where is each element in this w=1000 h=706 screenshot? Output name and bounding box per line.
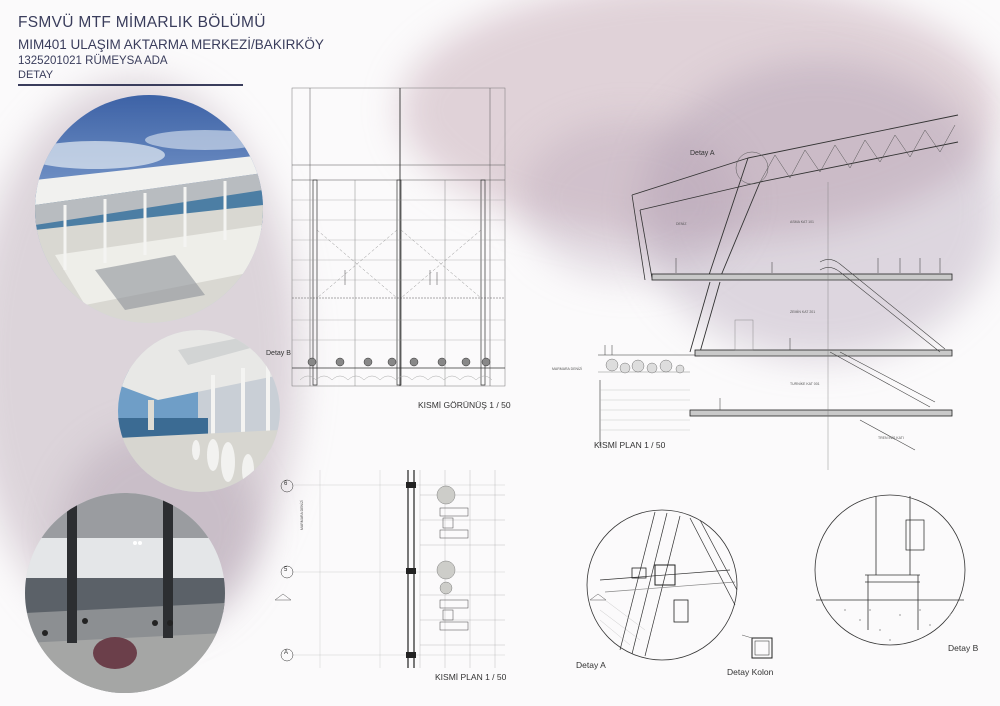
render-canopy-view xyxy=(35,95,263,323)
elevation-label: KISMİ GÖRÜNÜŞ 1 / 50 xyxy=(418,400,511,410)
floor-note-4: TREN İNİŞ KATI xyxy=(878,436,904,440)
floor-note-3: TURNİKE KAT 001 xyxy=(790,382,820,386)
detail-b-label: Detay B xyxy=(948,643,979,653)
detail-a-top-label: Detay A xyxy=(690,150,715,157)
detail-b-drawing xyxy=(814,494,966,646)
section-label: KISMİ PLAN 1 / 50 xyxy=(594,440,666,450)
school-title: FSMVÜ MTF MİMARLIK BÖLÜMÜ xyxy=(18,14,266,31)
sea-note: MARMARA DENİZİ xyxy=(552,367,583,371)
partial-elevation-drawing xyxy=(291,87,506,387)
partial-section-drawing xyxy=(598,114,959,470)
partial-plan-drawing xyxy=(274,470,607,668)
render-interior-view xyxy=(118,330,280,492)
grid-axis-a: A xyxy=(284,650,289,656)
sheet-title: DETAY xyxy=(18,69,54,81)
detail-a-label: Detay A xyxy=(576,660,606,670)
project-title: MIM401 ULAŞIM AKTARMA MERKEZİ/BAKIRKÖY xyxy=(18,37,324,52)
grid-axis-6: 6 xyxy=(284,481,288,487)
detail-column-drawing xyxy=(741,634,773,659)
room-note: DENİZ xyxy=(676,222,687,226)
grid-axis-5: 5 xyxy=(284,567,288,573)
floor-note-1: ASMA KAT 101 xyxy=(790,220,814,224)
detail-a-drawing xyxy=(586,509,738,661)
title-underline xyxy=(18,84,243,86)
detail-column-label: Detay Kolon xyxy=(727,667,774,677)
plan-sea-note: MARMARA DENİZİ xyxy=(300,499,304,530)
floor-note-2: ZEMİN KAT 201 xyxy=(790,310,816,314)
plan-label: KISMİ PLAN 1 / 50 xyxy=(435,672,507,682)
watercolor-wash xyxy=(520,120,740,280)
detail-b-render-label: Detay B xyxy=(266,350,291,357)
watercolor-wash xyxy=(640,60,1000,360)
student-name: 1325201021 RÜMEYSA ADA xyxy=(18,55,168,67)
